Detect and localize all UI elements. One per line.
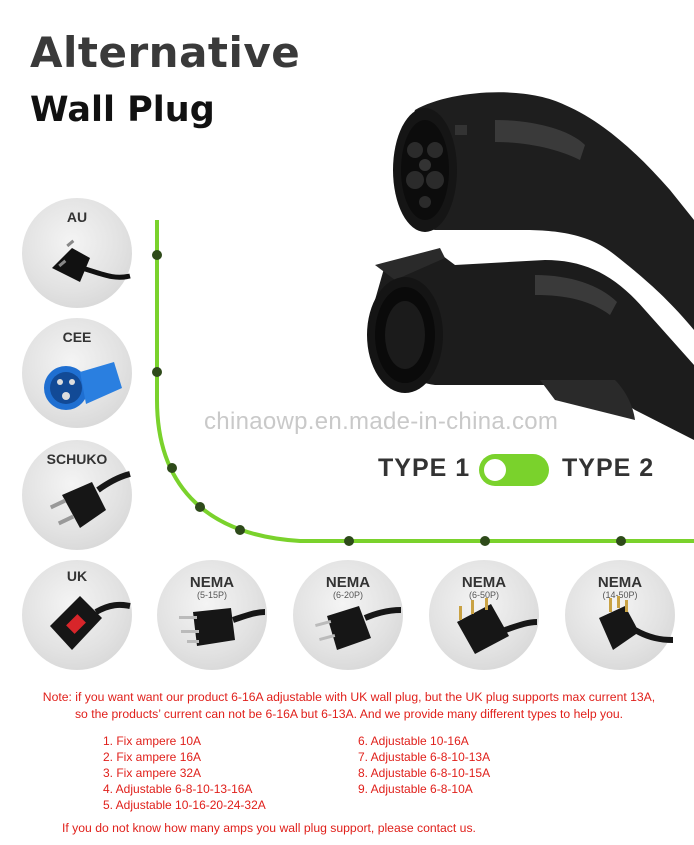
nema-14-50p-plug-icon [599, 596, 674, 650]
plug-nema-5-15p: NEMA (5-15P) [157, 560, 267, 670]
options-list-right: 6. Adjustable 10-16A 7. Adjustable 6-8-1… [358, 733, 490, 797]
plug-sublabel: (5-15P) [196, 590, 227, 600]
plug-label: NEMA [461, 574, 507, 591]
plug-sublabel: (6-50P) [468, 590, 499, 600]
plug-label: UK [66, 568, 88, 584]
plug-sublabel: (14-50P) [602, 590, 638, 600]
list-item: 3. Fix ampere 32A [103, 766, 202, 780]
type2-label: TYPE 2 [562, 454, 655, 482]
list-item: 1. Fix ampere 10A [103, 734, 202, 748]
watermark: chinaowp.en.made-in-china.com [204, 408, 559, 435]
path-dot [480, 536, 490, 546]
plug-label: NEMA [597, 574, 643, 591]
plug-label: NEMA [189, 574, 235, 591]
page-subtitle: Wall Plug [30, 90, 215, 130]
path-dot [152, 250, 162, 260]
plug-au: AU [22, 198, 132, 308]
plug-label: SCHUKO [46, 451, 108, 467]
plug-sublabel: (6-20P) [332, 590, 363, 600]
toggle-knob [482, 457, 508, 483]
path-dot [235, 525, 245, 535]
nema-6-20p-plug-icon [315, 606, 402, 650]
nema-5-15p-plug-icon [179, 608, 266, 646]
path-dot [344, 536, 354, 546]
note-text: Note: if you want want our product 6-16A… [24, 689, 674, 723]
type-toggle[interactable] [479, 454, 549, 486]
plug-label: NEMA [325, 574, 371, 591]
ev-connectors-illustration [367, 92, 694, 440]
nema-6-50p-plug-icon [457, 598, 538, 654]
plug-nema-6-20p: NEMA (6-20P) [293, 560, 403, 670]
type1-connector-image [367, 248, 694, 440]
path-dot [152, 367, 162, 377]
options-list-left: 1. Fix ampere 10A 2. Fix ampere 16A 3. F… [103, 733, 266, 813]
path-dot [616, 536, 626, 546]
path-dot [195, 502, 205, 512]
uk-plug-icon [50, 596, 131, 650]
plug-label: AU [66, 209, 88, 225]
cee-plug-icon [44, 362, 122, 410]
green-connector-path [152, 220, 694, 546]
list-item: 5. Adjustable 10-16-20-24-32A [103, 798, 266, 812]
list-item: 4. Adjustable 6-8-10-13-16A [103, 782, 253, 796]
note-line-2: so the products’ current can not be 6-16… [74, 707, 624, 721]
path-dot [167, 463, 177, 473]
list-item: 8. Adjustable 6-8-10-15A [358, 766, 491, 780]
plug-cee: CEE [22, 318, 132, 428]
plug-nema-6-50p: NEMA (6-50P) [429, 560, 539, 670]
type1-label: TYPE 1 [378, 454, 471, 482]
footer-contact-note: If you do not know how many amps you wal… [62, 821, 476, 835]
type2-connector-image [393, 92, 694, 331]
plug-nema-14-50p: NEMA (14-50P) [565, 560, 675, 670]
list-item: 6. Adjustable 10-16A [358, 734, 469, 748]
list-item: 2. Fix ampere 16A [103, 750, 202, 764]
plug-schuko: SCHUKO [22, 440, 132, 550]
plug-uk: UK [22, 560, 132, 670]
page-title: Alternative [30, 28, 301, 77]
list-item: 9. Adjustable 6-8-10A [358, 782, 473, 796]
plug-label: CEE [62, 329, 92, 345]
note-line-1: Note: if you want want our product 6-16A… [42, 690, 656, 704]
au-plug-icon [52, 239, 131, 282]
list-item: 7. Adjustable 6-8-10-13A [358, 750, 491, 764]
schuko-plug-icon [49, 471, 131, 528]
